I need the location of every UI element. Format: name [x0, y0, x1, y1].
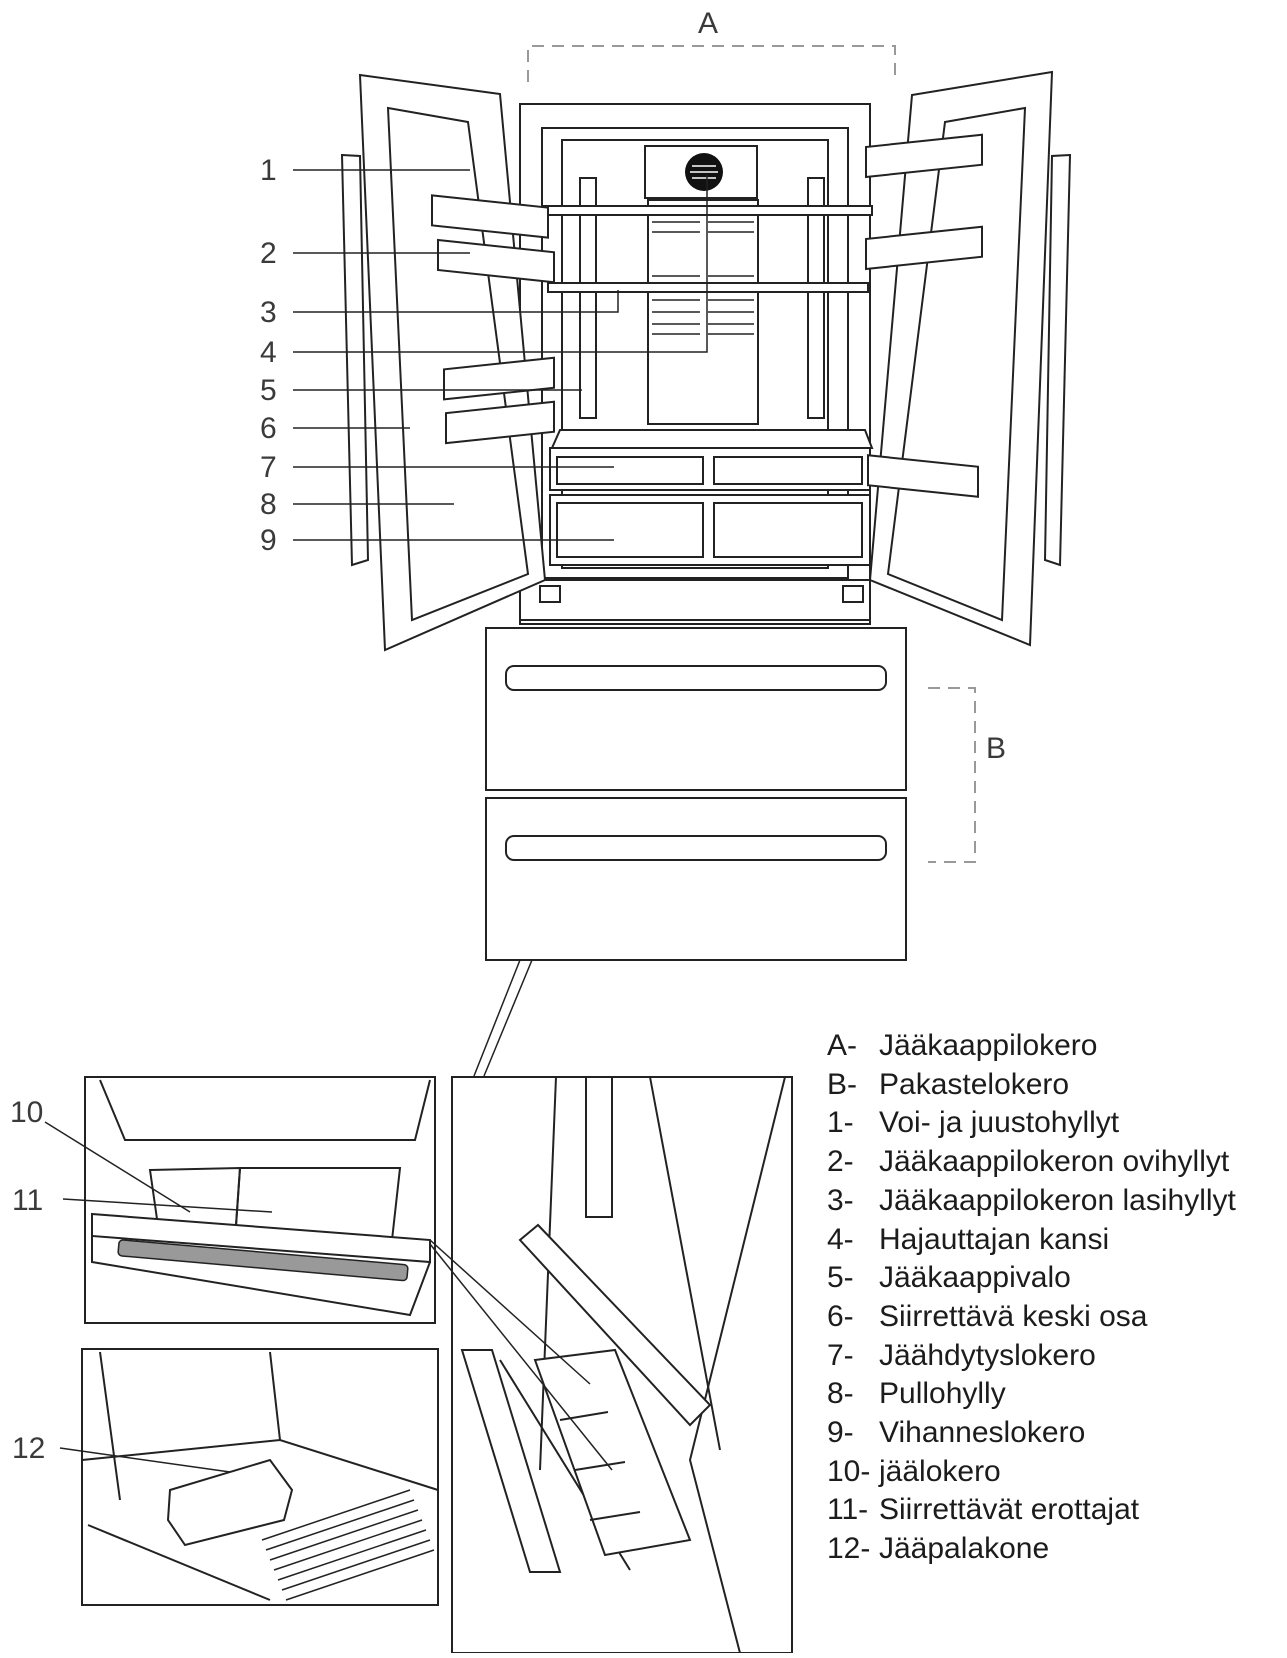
legend-item: 2- Jääkaappilokeron ovihyllyt	[827, 1143, 1282, 1182]
detail-ice-tray	[84, 1076, 436, 1324]
legend-text: Jääkaappilokero	[879, 1029, 1098, 1062]
callout-7: 7	[260, 451, 277, 484]
legend-item: 12-Jääpalakone	[827, 1530, 1282, 1569]
legend-text: jäälokero	[879, 1454, 1001, 1488]
callout-1: 1	[260, 154, 277, 187]
legend-item: 6- Siirrettävä keski osa	[827, 1298, 1282, 1337]
callout-6: 6	[260, 412, 277, 445]
crisper-drawer-right	[713, 502, 863, 558]
legend-text: Siirrettävä keski osa	[879, 1299, 1148, 1333]
legend-key: 8-	[827, 1377, 854, 1411]
legend-key: 10-	[827, 1454, 871, 1488]
legend-key: 4-	[827, 1222, 854, 1256]
legend-text: Jääkaappilokeron lasihyllyt	[879, 1183, 1236, 1217]
legend-text: Jääkaappivalo	[879, 1261, 1071, 1295]
legend-key: A-	[827, 1029, 857, 1062]
legend-text: Jääkaappilokeron ovihyllyt	[879, 1145, 1230, 1179]
callout-11: 11	[12, 1184, 43, 1217]
callout-numbers: 1 2 3 4 5 6 7 8 9 10 11 12	[10, 154, 277, 1465]
legend-text: Voi- ja juustohyllyt	[879, 1106, 1120, 1140]
detail-door-handle	[518, 1223, 712, 1427]
freezer-drawer-handle-lower	[505, 835, 887, 861]
freezer-drawers	[485, 627, 907, 961]
legend-key: 1-	[827, 1106, 854, 1140]
crisper-drawer-left	[556, 502, 704, 558]
callout-2: 2	[260, 237, 277, 270]
legend-key: 7-	[827, 1338, 854, 1372]
legend-text: Vihanneslokero	[879, 1416, 1086, 1450]
diffuser-cover	[685, 153, 723, 191]
legend-key: 11-	[827, 1493, 869, 1527]
legend-text: Jäähdytyslokero	[879, 1338, 1096, 1372]
legend-key: 12-	[827, 1532, 871, 1566]
glass-shelf-upper	[543, 205, 873, 216]
left-door	[340, 73, 555, 652]
section-b-bracket	[928, 687, 976, 863]
legend-item: 9- Vihanneslokero	[827, 1414, 1282, 1453]
legend-item: 3- Jääkaappilokeron lasihyllyt	[827, 1182, 1282, 1221]
butter-cheese-shelf-left	[431, 194, 549, 239]
legend-key: 2-	[827, 1145, 854, 1179]
chiller-drawer-left	[556, 456, 704, 485]
section-label-a: A	[698, 7, 718, 40]
callout-10: 10	[10, 1096, 43, 1129]
callout-4: 4	[260, 336, 277, 369]
legend-text: Pullohylly	[879, 1377, 1006, 1411]
detail-ice-maker	[81, 1348, 439, 1606]
legend-key: 9-	[827, 1416, 854, 1450]
door-shelf-left-upper	[437, 238, 555, 284]
legend-item: 1- Voi- ja juustohyllyt	[827, 1104, 1282, 1143]
door-shelf-right-upper	[865, 225, 983, 271]
callout-5: 5	[260, 374, 277, 407]
legend-item: 4- Hajauttajan kansi	[827, 1221, 1282, 1260]
callout-3: 3	[260, 296, 277, 329]
legend-text: Hajauttajan kansi	[879, 1222, 1110, 1256]
legend-item: B- Pakastelokero	[827, 1066, 1282, 1105]
legend-item: 8- Pullohylly	[827, 1375, 1282, 1414]
legend-text: Pakastelokero	[879, 1067, 1070, 1101]
legend-text: Siirrettävät erottajat	[879, 1493, 1140, 1527]
fridge-cabinet	[519, 103, 874, 625]
chiller-drawer-right	[713, 456, 863, 485]
legend-item: 7- Jäähdytyslokero	[827, 1337, 1282, 1376]
legend-key: 5-	[827, 1261, 854, 1295]
legend-item: 5- Jääkaappivalo	[827, 1259, 1282, 1298]
callout-8: 8	[260, 488, 277, 521]
legend-key: 6-	[827, 1299, 854, 1333]
right-door	[865, 70, 1072, 647]
door-shelf-right-lower	[867, 454, 979, 498]
legend-key: 3-	[827, 1183, 854, 1217]
legend-item: A- Jääkaappilokero	[827, 1027, 1282, 1066]
legend-item: 11- Siirrettävät erottajat	[827, 1491, 1282, 1530]
legend-text: Jääpalakone	[879, 1532, 1050, 1566]
legend-key: B-	[827, 1067, 857, 1101]
callout-9: 9	[260, 524, 277, 557]
detail-open-drawer	[451, 1076, 793, 1654]
ice-tray-handle	[117, 1239, 409, 1282]
section-a-bracket	[527, 45, 896, 82]
legend-item: 10-jäälokero	[827, 1453, 1282, 1492]
door-shelf-left-lower	[443, 356, 555, 401]
butter-cheese-shelf-right	[865, 133, 983, 179]
bottle-shelf-left	[445, 400, 555, 445]
glass-shelf-lower	[547, 282, 869, 293]
freezer-drawer-handle-upper	[505, 665, 887, 691]
section-label-b: B	[986, 732, 1006, 765]
callout-12: 12	[12, 1432, 45, 1465]
ice-maker-unit	[166, 1458, 294, 1547]
